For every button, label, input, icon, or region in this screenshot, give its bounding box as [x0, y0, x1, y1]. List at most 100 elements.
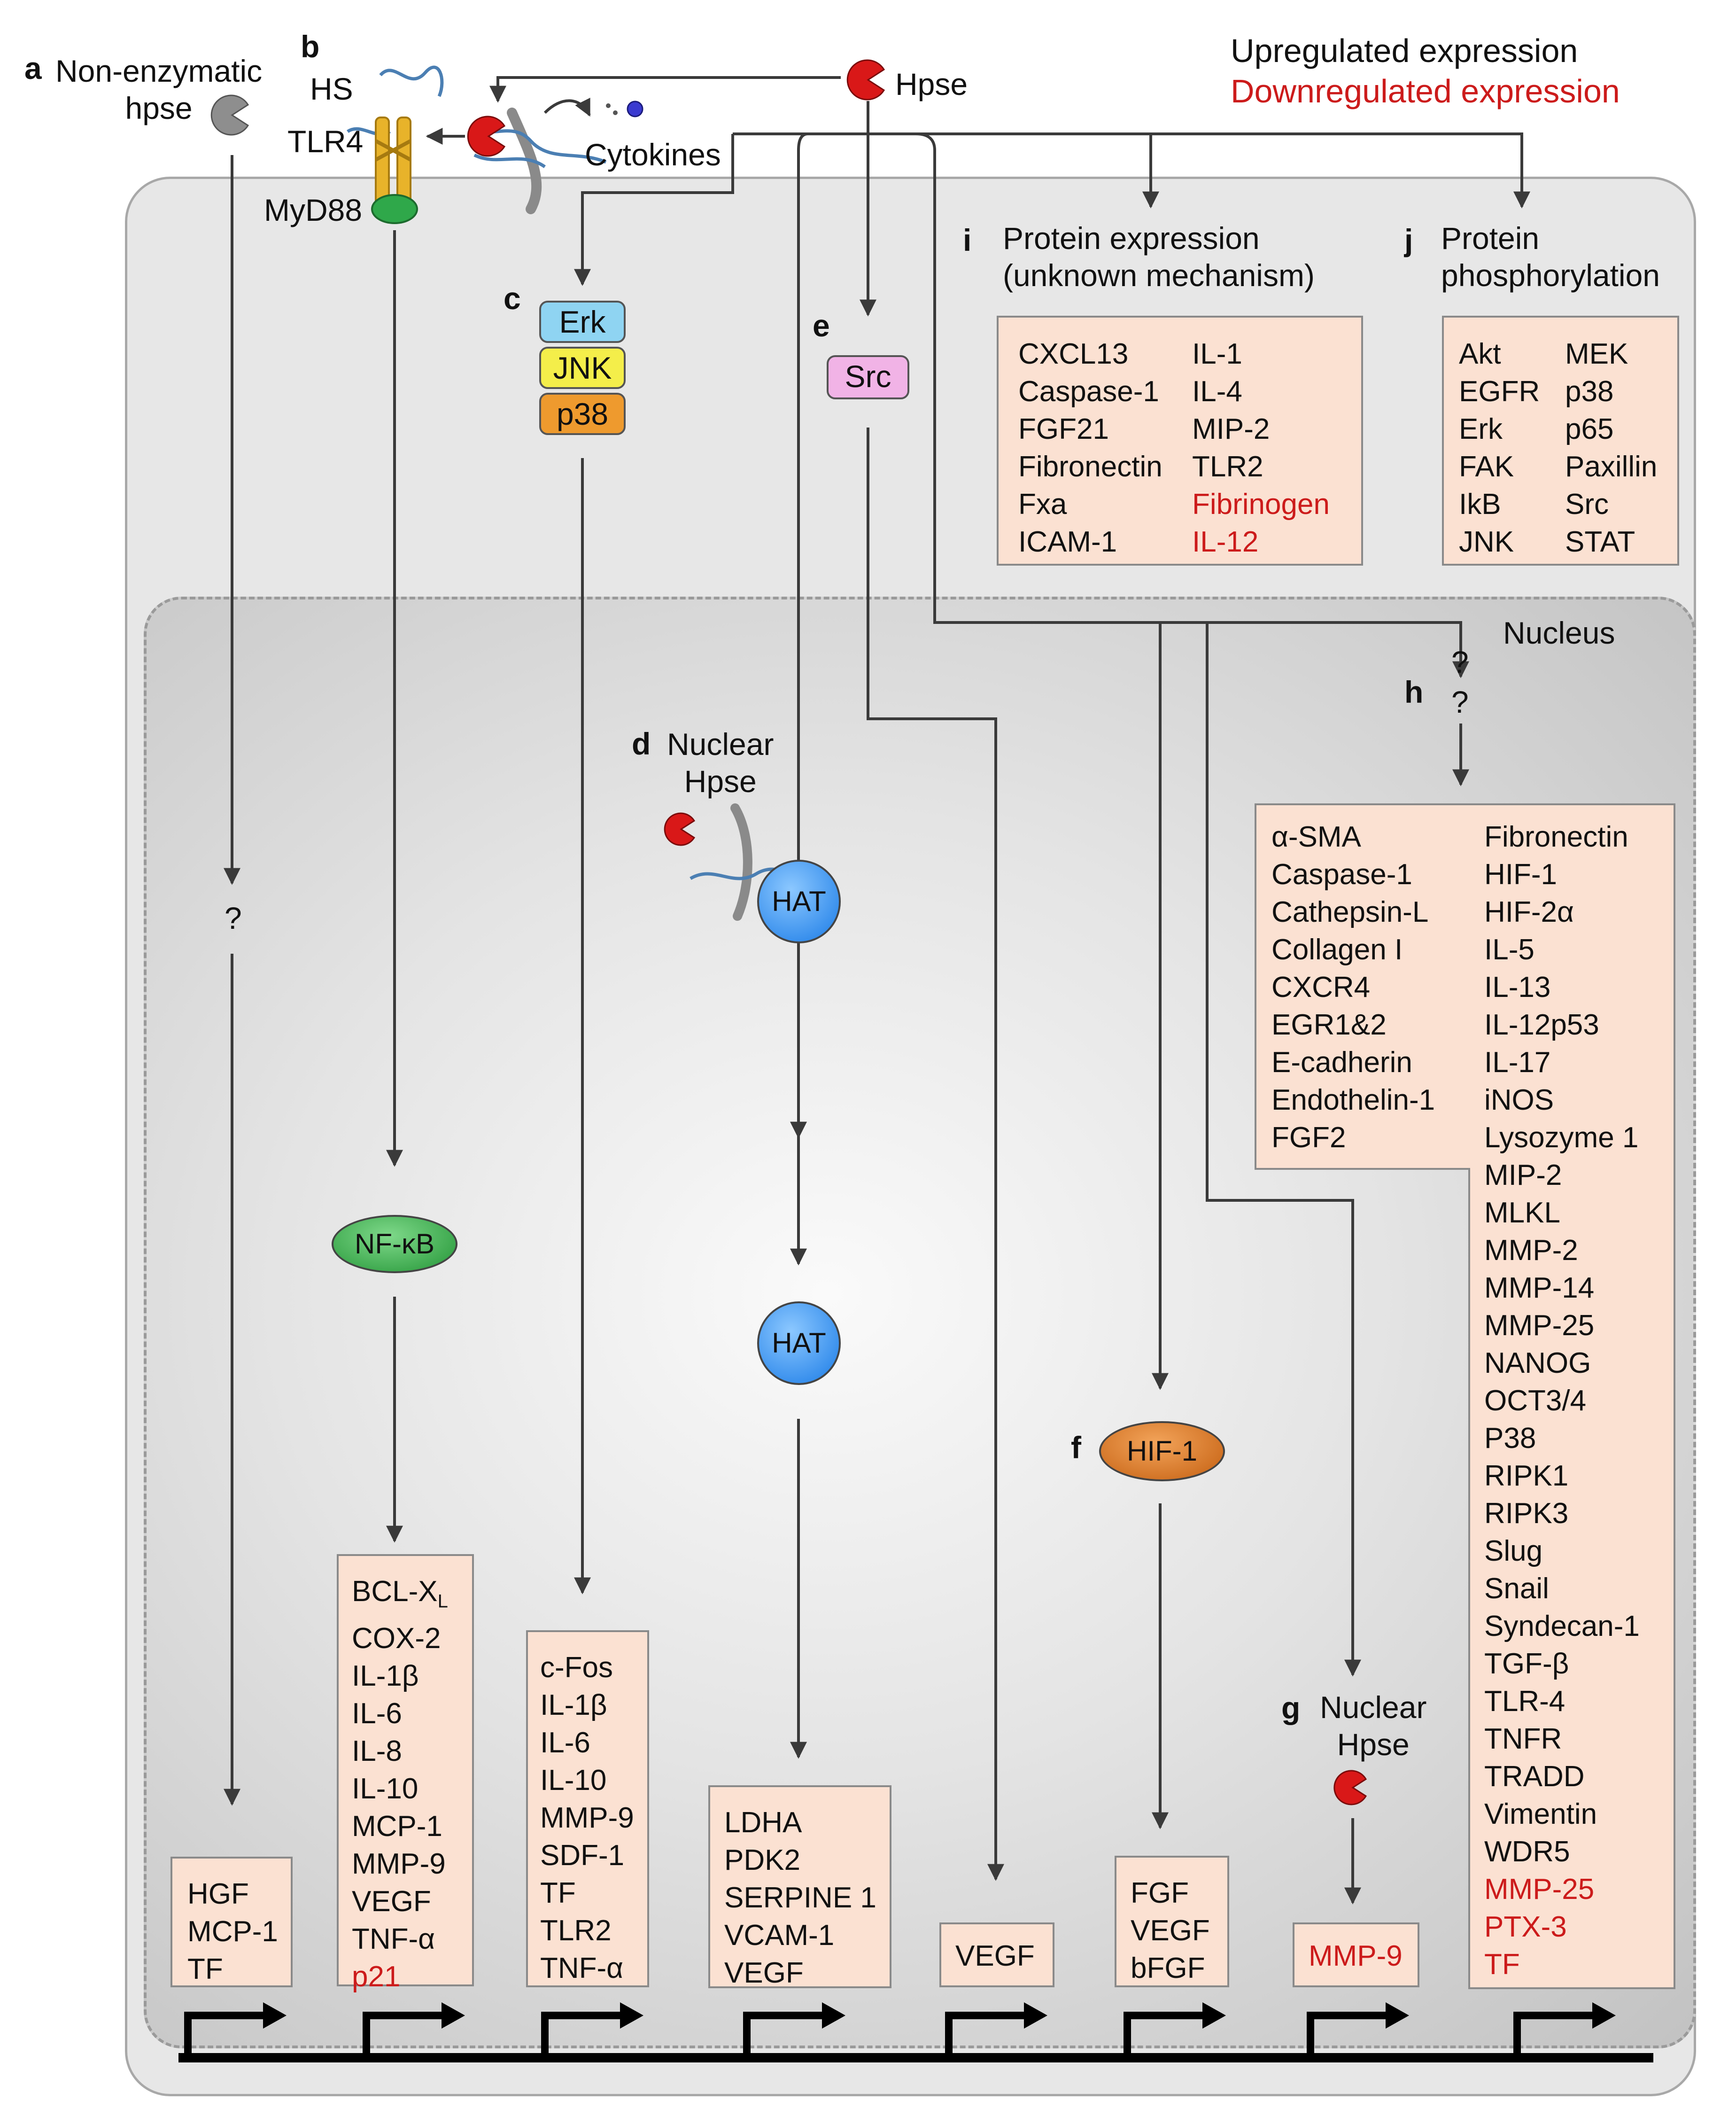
gene-item: c-Fos	[540, 1651, 613, 1684]
genes-box-g: MMP-9	[1293, 1922, 1419, 1987]
nuclear-hpse-label-d: Nuclear Hpse	[667, 727, 774, 799]
gene-item: OCT3/4	[1484, 1385, 1587, 1417]
gene-item: Syndecan-1	[1484, 1610, 1640, 1642]
gene-item: MEK	[1565, 338, 1628, 370]
genes-box-e: VEGF	[939, 1922, 1054, 1987]
gene-item: P38	[1484, 1422, 1536, 1455]
gene-item: IL-1β	[540, 1689, 607, 1721]
gene-item: MIP-2	[1192, 413, 1270, 445]
panel-label-j: j	[1404, 223, 1413, 257]
p38-kinase: p38	[539, 393, 626, 435]
hpse-pacman-icon	[846, 59, 885, 101]
gene-item: CXCL13	[1018, 338, 1129, 370]
nucleus-label: Nucleus	[1503, 615, 1615, 650]
gene-item: IL-10	[352, 1773, 418, 1805]
hpse-label: Hpse	[895, 67, 968, 101]
gene-item: Slug	[1484, 1535, 1543, 1567]
non-enzymatic-hpse-icon	[210, 94, 249, 136]
gene-item: COX-2	[352, 1622, 441, 1655]
cytokine-icon	[627, 101, 643, 117]
gene-item: Vimentin	[1484, 1798, 1597, 1830]
panel-label-i: i	[963, 223, 972, 257]
gene-item: Src	[1565, 488, 1609, 521]
gene-item: MCP-1	[352, 1810, 442, 1843]
gene-item: IL-1	[1192, 338, 1242, 370]
erk-kinase: Erk	[539, 301, 626, 343]
protein-expression-heading: Protein expression (unknown mechanism)	[1003, 221, 1315, 293]
gene-item: IL-5	[1484, 934, 1534, 966]
hs-label: HS	[310, 71, 353, 106]
gene-item: Cathepsin-L	[1271, 896, 1429, 928]
non-enzymatic-hpse-label: Non-enzymatic hpse	[55, 54, 263, 126]
gene-item: IL-4	[1192, 375, 1242, 408]
gene-item: MMP-9	[1309, 1940, 1403, 1972]
gene-item: MMP-25	[1484, 1309, 1595, 1342]
gene-item: IL-12	[1192, 526, 1259, 558]
gene-item: IkB	[1459, 488, 1501, 521]
gene-item: FGF2	[1271, 1121, 1346, 1154]
gene-item: TRADD	[1484, 1760, 1585, 1793]
nuclear-hpse-label-g: Nuclear Hpse	[1320, 1690, 1427, 1762]
hif1-factor: HIF-1	[1099, 1421, 1225, 1481]
gene-item: IL-8	[352, 1735, 402, 1768]
gene-item: LDHA	[724, 1806, 802, 1839]
tlr4-label: TLR4	[287, 124, 364, 159]
legend-downregulated: Downregulated expression	[1231, 73, 1620, 109]
gene-item: FGF21	[1018, 413, 1109, 445]
gene-item: HIF-1	[1484, 858, 1557, 891]
gene-item: VEGF	[724, 1957, 804, 1989]
gene-item: Endothelin-1	[1271, 1084, 1435, 1116]
gene-item: IL-13	[1484, 971, 1551, 1004]
jnk-kinase: JNK	[539, 347, 626, 389]
gene-item: TLR2	[1192, 451, 1263, 483]
hpse-pacman-icon	[664, 812, 696, 846]
gene-item: TF	[1484, 1948, 1520, 1981]
gene-item: VEGF	[955, 1940, 1035, 1972]
unknown-step-a: ?	[225, 901, 242, 935]
panel-label-b: b	[301, 29, 320, 64]
gene-item: STAT	[1565, 526, 1635, 558]
gene-item: HGF	[187, 1878, 249, 1910]
gene-item: SDF-1	[540, 1839, 625, 1872]
gene-item: MMP-2	[1484, 1234, 1578, 1267]
gene-item: RIPK1	[1484, 1460, 1569, 1492]
gene-item: CXCR4	[1271, 971, 1371, 1004]
gene-item: IL-10	[540, 1764, 607, 1797]
gene-item: MMP-14	[1484, 1272, 1595, 1304]
gene-item: PDK2	[724, 1844, 800, 1876]
gene-item: SERPINE 1	[724, 1882, 876, 1914]
hat-enzyme-2: HAT	[757, 1301, 841, 1385]
panel-label-h: h	[1404, 675, 1424, 709]
gene-item: Lysozyme 1	[1484, 1121, 1639, 1154]
protein-phosphorylation-heading: Protein phosphorylation	[1441, 221, 1660, 293]
gene-item: TF	[540, 1877, 576, 1909]
gene-item: IL-6	[352, 1697, 402, 1730]
tlr4-receptor-icon	[375, 117, 411, 208]
gene-item: WDR5	[1484, 1836, 1570, 1868]
gene-item: IL-12p53	[1484, 1009, 1599, 1041]
unknown-step-h1: ?	[1451, 645, 1469, 679]
gene-item: RIPK3	[1484, 1497, 1569, 1530]
legend-upregulated: Upregulated expression	[1231, 32, 1578, 69]
gene-item: MMP-9	[352, 1848, 446, 1881]
gene-item: MMP-25	[1484, 1873, 1595, 1906]
hpse-pacman-icon	[1333, 1770, 1367, 1805]
gene-item: FAK	[1459, 451, 1514, 483]
gene-item: iNOS	[1484, 1084, 1554, 1116]
hpse-pacman-icon	[467, 116, 506, 157]
gene-item: PTX-3	[1484, 1911, 1567, 1943]
panel-label-c: c	[504, 281, 521, 316]
gene-item: p65	[1565, 413, 1614, 445]
gene-item: BCL-XL	[352, 1575, 448, 1612]
gene-item: Paxillin	[1565, 451, 1658, 483]
gene-item: VCAM-1	[724, 1919, 835, 1952]
gene-item: IL-1β	[352, 1660, 419, 1693]
panel-label-d: d	[632, 726, 651, 761]
gene-item: Snail	[1484, 1572, 1549, 1605]
